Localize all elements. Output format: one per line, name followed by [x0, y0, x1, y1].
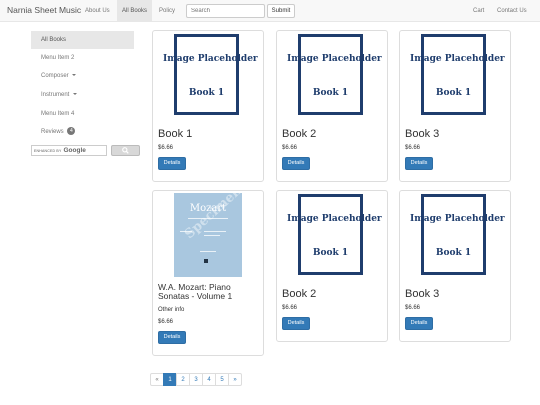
cover-rule — [204, 231, 226, 232]
details-button[interactable]: Details — [158, 331, 186, 344]
sidebar-item-reviews[interactable]: Reviews 4 — [31, 123, 134, 141]
nav-about-us[interactable]: About Us — [85, 8, 110, 14]
product-title[interactable]: Book 2 — [282, 128, 317, 140]
caret-down-icon — [73, 93, 78, 96]
nav-contact-us[interactable]: Contact Us — [497, 8, 527, 14]
placeholder-text: Image Placeholder — [410, 54, 505, 64]
pagination-next[interactable]: » — [228, 373, 242, 386]
product-title[interactable]: Book 3 — [405, 128, 440, 140]
product-price: $6.66 — [158, 319, 174, 325]
nav-cart[interactable]: Cart — [473, 8, 485, 14]
details-button[interactable]: Details — [405, 157, 433, 170]
cover-rule — [200, 251, 216, 252]
google-search-button[interactable] — [111, 145, 140, 156]
sidebar-item-label: All Books — [41, 37, 67, 43]
sidebar-item-all-books[interactable]: All Books — [31, 31, 134, 49]
nav-all-books[interactable]: All Books — [117, 0, 153, 22]
cover-rule — [180, 231, 192, 232]
placeholder-book-text: Book 1 — [312, 88, 349, 98]
image-placeholder[interactable]: Image Placeholder Book 1 — [287, 194, 382, 275]
sidebar-item-label: Reviews — [41, 129, 64, 135]
reviews-count-badge: 4 — [67, 127, 76, 136]
sidebar-item-label: Menu Item 2 — [41, 55, 75, 61]
product-card-book-3: Image Placeholder Book 1 Book 3 $6.66 De… — [399, 30, 511, 182]
product-other-info: Other info — [158, 307, 185, 313]
cover-rule — [188, 218, 228, 219]
pagination: « 1 2 3 4 5 » — [150, 373, 242, 386]
placeholder-book-text: Book 1 — [188, 88, 225, 98]
cover-title: Mozart — [189, 203, 227, 214]
navbar: Narnia Sheet Music About Us All Books Po… — [0, 0, 540, 22]
submit-button[interactable]: Submit — [267, 4, 295, 18]
details-button[interactable]: Details — [282, 317, 310, 330]
brand-link[interactable]: Narnia Sheet Music — [7, 5, 82, 15]
pagination-page-2[interactable]: 2 — [176, 373, 190, 386]
pagination-page-1[interactable]: 1 — [163, 373, 177, 386]
placeholder-book-text: Book 1 — [435, 88, 472, 98]
product-card-mozart: Mozart Specimen W.A. Mozart: Piano Sonat… — [152, 190, 264, 356]
product-price: $6.66 — [405, 145, 421, 151]
pagination-prev[interactable]: « — [150, 373, 164, 386]
details-button[interactable]: Details — [405, 317, 433, 330]
sidebar-item-label: Instrument — [41, 92, 70, 98]
product-title[interactable]: W.A. Mozart: Piano Sonatas - Volume 1 — [158, 282, 233, 302]
placeholder-text: Image Placeholder — [410, 214, 505, 224]
sidebar-item-label: Composer — [41, 73, 69, 79]
search-input[interactable] — [186, 4, 265, 18]
product-title[interactable]: Book 1 — [158, 128, 193, 140]
sidebar-item-label: Menu Item 4 — [41, 111, 75, 117]
product-card-book-2: Image Placeholder Book 1 Book 2 $6.66 De… — [276, 30, 388, 182]
product-title[interactable]: Book 2 — [282, 288, 317, 300]
mozart-cover-image[interactable]: Mozart Specimen — [174, 193, 242, 277]
enhanced-by-label: ENHANCED BY — [34, 148, 62, 153]
placeholder-text: Image Placeholder — [287, 54, 382, 64]
product-card-book-3-row2: Image Placeholder Book 1 Book 3 $6.66 De… — [399, 190, 511, 342]
product-price: $6.66 — [282, 305, 298, 311]
placeholder-text: Image Placeholder — [287, 214, 382, 224]
product-card-book-2-row2: Image Placeholder Book 1 Book 2 $6.66 De… — [276, 190, 388, 342]
image-placeholder[interactable]: Image Placeholder Book 1 — [410, 34, 505, 115]
image-placeholder[interactable]: Image Placeholder Book 1 — [163, 34, 258, 115]
sidebar-item-menu-item-2[interactable]: Menu Item 2 — [31, 49, 134, 67]
sidebar-item-instrument[interactable]: Instrument — [31, 86, 134, 104]
nav-policy[interactable]: Policy — [159, 8, 176, 14]
product-price: $6.66 — [405, 305, 421, 311]
sidebar-item-menu-item-4[interactable]: Menu Item 4 — [31, 105, 134, 123]
google-search-input[interactable]: ENHANCED BY Google — [31, 145, 107, 156]
placeholder-book-text: Book 1 — [435, 248, 472, 258]
pagination-page-3[interactable]: 3 — [189, 373, 203, 386]
details-button[interactable]: Details — [282, 157, 310, 170]
pagination-page-4[interactable]: 4 — [202, 373, 216, 386]
image-placeholder[interactable]: Image Placeholder Book 1 — [287, 34, 382, 115]
placeholder-book-text: Book 1 — [312, 248, 349, 258]
caret-down-icon — [72, 74, 77, 77]
search-icon — [122, 147, 129, 154]
publisher-logo-icon — [204, 259, 208, 263]
product-card-book-1: Image Placeholder Book 1 Book 1 $6.66 De… — [152, 30, 264, 182]
product-title[interactable]: Book 3 — [405, 288, 440, 300]
google-logo-text: Google — [63, 147, 86, 154]
pagination-page-5[interactable]: 5 — [215, 373, 229, 386]
cover-rule — [204, 235, 220, 236]
product-price: $6.66 — [282, 145, 298, 151]
image-placeholder[interactable]: Image Placeholder Book 1 — [410, 194, 505, 275]
details-button[interactable]: Details — [158, 157, 186, 170]
product-price: $6.66 — [158, 145, 174, 151]
placeholder-text: Image Placeholder — [163, 54, 258, 64]
sidebar-item-composer[interactable]: Composer — [31, 67, 134, 85]
